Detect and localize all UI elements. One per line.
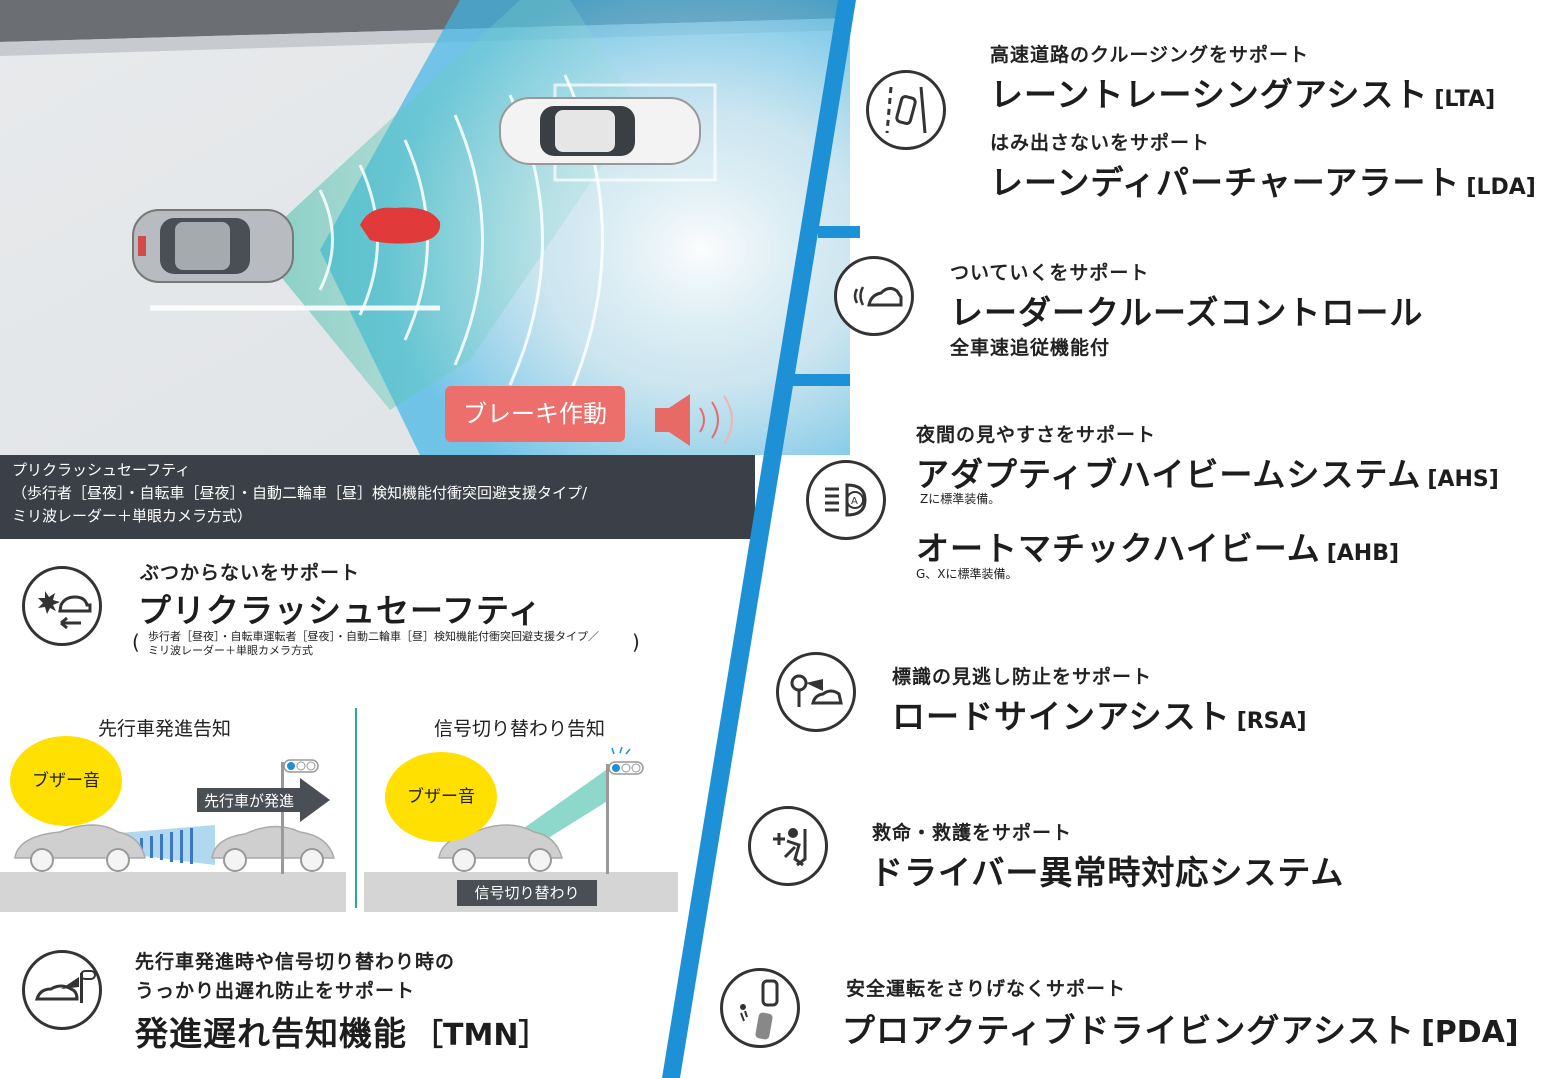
rsa-subtitle: 標識の見逃し防止をサポート	[892, 666, 1153, 688]
ahb-title-text: オートマチックハイビーム	[916, 529, 1321, 568]
ahs-note: Zに標準装備。	[920, 492, 1001, 506]
caption-line-1: プリクラッシュセーフティ	[12, 461, 191, 479]
buzzer-bubble-right: ブザー音	[385, 752, 497, 842]
own-car	[132, 209, 294, 283]
pcs-subtitle: ぶつからないをサポート	[140, 562, 361, 584]
illus-right-label: 信号切り替わり告知	[434, 718, 606, 740]
pda-subtitle: 安全運転をさりげなくサポート	[846, 978, 1127, 1000]
tmn-subtitle-1: 先行車発進時や信号切り替わり時の	[135, 951, 456, 973]
road-scene	[0, 0, 850, 455]
pcs-paren-close: )	[632, 630, 640, 654]
tmn-title: 発進遅れ告知機能［TMN］	[135, 1007, 548, 1055]
tmn-abbr: ［TMN］	[413, 1018, 549, 1053]
ahb-note: G、Xに標準装備。	[916, 567, 1018, 581]
lda-title: レーンディパーチャーアラート[LDA]	[990, 156, 1536, 204]
ahb-abbr: [AHB]	[1326, 541, 1400, 566]
pcs-title: プリクラッシュセーフティ	[138, 591, 543, 630]
lta-title: レーントレーシングアシスト[LTA]	[990, 68, 1495, 116]
radar-cruise-icon	[834, 256, 914, 336]
oncoming-car	[499, 97, 701, 165]
pcs-paren-line-1: 歩行者［昼夜］・自転車運転者［昼夜］・自動二輪車［昼］検知機能付衝突回避支援タイ…	[148, 630, 599, 643]
rcc-title: レーダークルーズコントロール	[950, 293, 1424, 332]
edss-subtitle: 救命・救護をサポート	[872, 822, 1073, 844]
caption-line-3: ミリ波レーダー＋単眼カメラ方式）	[12, 507, 253, 525]
pcs-caption-bar: プリクラッシュセーフティ （歩行者［昼夜］・自転車［昼夜］・自動二輪車［昼］検知…	[0, 455, 755, 539]
rsa-title-text: ロードサインアシスト	[892, 697, 1231, 736]
high-beam-icon: A	[806, 460, 886, 540]
lda-title-text: レーンディパーチャーアラート	[990, 163, 1461, 202]
rsa-abbr: [RSA]	[1236, 709, 1307, 734]
lta-icon	[866, 70, 946, 150]
ground-left	[0, 872, 346, 912]
road-sign-icon	[776, 652, 856, 732]
lta-abbr: [LTA]	[1434, 87, 1496, 112]
pedestrian-detected	[360, 207, 441, 244]
speaker-icon	[655, 394, 733, 446]
tmn-subtitle-2: うっかり出遅れ防止をサポート	[135, 980, 416, 1002]
lda-abbr: [LDA]	[1466, 175, 1536, 200]
lta-title-text: レーントレーシングアシスト	[990, 75, 1429, 114]
pcs-icon	[22, 566, 102, 646]
tmn-title-text: 発進遅れ告知機能	[135, 1014, 407, 1053]
ahs-abbr: [AHS]	[1427, 467, 1499, 492]
edss-title: ドライバー異常時対応システム	[870, 853, 1345, 892]
pcs-paren-open: (	[132, 630, 140, 654]
caption-line-2: （歩行者［昼夜］・自転車［昼夜］・自動二輪車［昼］検知機能付衝突回避支援タイプ/	[12, 484, 588, 502]
buzzer-bubble-left: ブザー音	[10, 736, 122, 826]
ahs-title-text: アダプティブハイビームシステム	[916, 455, 1422, 494]
scene-illustration	[0, 0, 850, 455]
pda-title: プロアクティブドライビングアシスト[PDA]	[842, 1004, 1519, 1052]
illus-left-label: 先行車発進告知	[98, 718, 232, 740]
pda-abbr: [PDA]	[1421, 1015, 1519, 1050]
ahs-subtitle: 夜間の見やすさをサポート	[916, 424, 1157, 446]
pcs-paren-line-2: ミリ波レーダー＋単眼カメラ方式	[148, 644, 313, 657]
rcc-note: 全車速追従機能付	[950, 337, 1111, 359]
ahs-title: アダプティブハイビームシステム[AHS]	[916, 448, 1499, 496]
lda-subtitle: はみ出さないをサポート	[990, 132, 1211, 154]
rcc-subtitle: ついていくをサポート	[950, 262, 1150, 284]
emergency-driver-icon	[748, 806, 828, 886]
ahb-title: オートマチックハイビーム[AHB]	[916, 522, 1399, 570]
pda-icon	[720, 968, 800, 1048]
brake-indicator: ブレーキ作動	[445, 386, 625, 442]
lta-subtitle: 高速道路のクルージングをサポート	[990, 44, 1310, 66]
left-illustration	[14, 759, 335, 874]
svg-text:A: A	[851, 496, 858, 507]
pda-title-text: プロアクティブドライビングアシスト	[842, 1011, 1416, 1050]
signal-change-label: 信号切り替わり	[457, 880, 597, 906]
rsa-title: ロードサインアシスト[RSA]	[892, 690, 1307, 738]
arrow-label: 先行車が発進	[204, 792, 295, 810]
tmn-icon	[22, 950, 102, 1030]
illus-separator	[355, 708, 357, 908]
